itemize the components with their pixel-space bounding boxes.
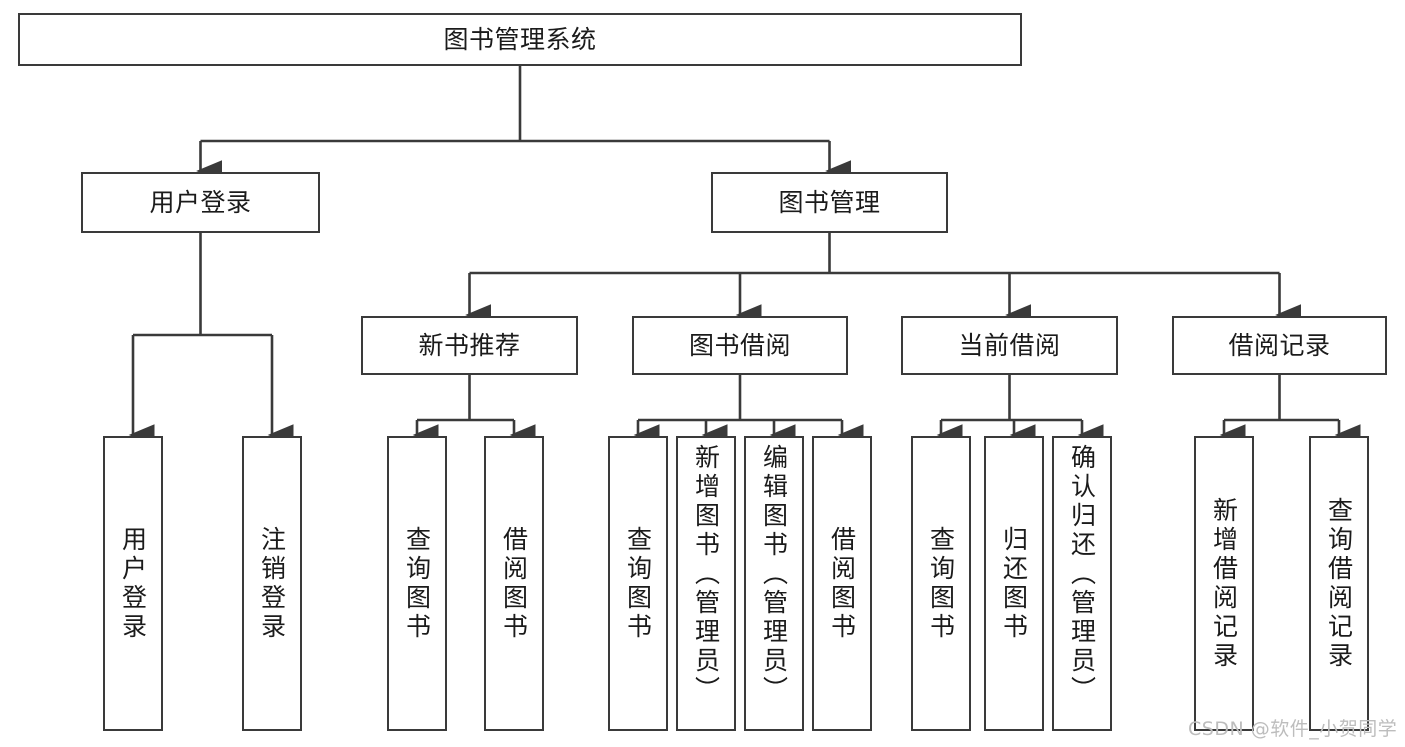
node-leaf-query-borrow-record[interactable]: 查询借阅记录 bbox=[1309, 436, 1369, 731]
node-leaf-borrow-book-2[interactable]: 借阅图书 bbox=[812, 436, 872, 731]
node-leaf-user-logout[interactable]: 注销登录 bbox=[242, 436, 302, 731]
node-leaf-return-book[interactable]: 归还图书 bbox=[984, 436, 1044, 731]
node-book-borrow[interactable]: 图书借阅 bbox=[632, 316, 848, 375]
node-leaf-add-borrow-record-label: 新增借阅记录 bbox=[1209, 496, 1239, 671]
csdn-watermark: CSDN @软件_小贺同学 bbox=[1188, 718, 1398, 740]
node-leaf-query-book-3[interactable]: 查询图书 bbox=[911, 436, 971, 731]
node-leaf-user-login-label: 用户登录 bbox=[118, 525, 148, 642]
node-leaf-add-borrow-record[interactable]: 新增借阅记录 bbox=[1194, 436, 1254, 731]
node-leaf-query-book-1[interactable]: 查询图书 bbox=[387, 436, 447, 731]
node-leaf-confirm-return[interactable]: 确认归还（管理员） bbox=[1052, 436, 1112, 731]
node-book-manage[interactable]: 图书管理 bbox=[711, 172, 948, 233]
node-leaf-query-borrow-record-label: 查询借阅记录 bbox=[1324, 496, 1354, 671]
node-leaf-edit-book-label: 编辑图书（管理员） bbox=[759, 444, 789, 705]
node-leaf-borrow-book-2-label: 借阅图书 bbox=[827, 525, 857, 642]
node-user-login-label: 用户登录 bbox=[149, 188, 252, 217]
node-leaf-user-logout-label: 注销登录 bbox=[257, 525, 287, 642]
node-borrow-record-label: 借阅记录 bbox=[1228, 331, 1331, 360]
node-new-book-recommend-label: 新书推荐 bbox=[418, 331, 521, 360]
node-leaf-add-book[interactable]: 新增图书（管理员） bbox=[676, 436, 736, 731]
node-leaf-query-book-1-label: 查询图书 bbox=[402, 525, 432, 642]
node-current-borrow[interactable]: 当前借阅 bbox=[901, 316, 1118, 375]
node-leaf-borrow-book-1-label: 借阅图书 bbox=[499, 525, 529, 642]
node-book-borrow-label: 图书借阅 bbox=[688, 331, 791, 360]
node-leaf-query-book-3-label: 查询图书 bbox=[926, 525, 956, 642]
node-root-label: 图书管理系统 bbox=[443, 25, 597, 54]
node-borrow-record[interactable]: 借阅记录 bbox=[1172, 316, 1387, 375]
node-leaf-return-book-label: 归还图书 bbox=[999, 525, 1029, 642]
node-leaf-user-login[interactable]: 用户登录 bbox=[103, 436, 163, 731]
node-leaf-query-book-2[interactable]: 查询图书 bbox=[608, 436, 668, 731]
node-new-book-recommend[interactable]: 新书推荐 bbox=[361, 316, 578, 375]
node-book-manage-label: 图书管理 bbox=[778, 188, 881, 217]
node-user-login[interactable]: 用户登录 bbox=[81, 172, 320, 233]
node-leaf-confirm-return-label: 确认归还（管理员） bbox=[1067, 444, 1097, 705]
node-leaf-edit-book[interactable]: 编辑图书（管理员） bbox=[744, 436, 804, 731]
node-leaf-borrow-book-1[interactable]: 借阅图书 bbox=[484, 436, 544, 731]
node-root[interactable]: 图书管理系统 bbox=[18, 13, 1022, 66]
node-leaf-add-book-label: 新增图书（管理员） bbox=[691, 444, 721, 705]
node-leaf-query-book-2-label: 查询图书 bbox=[623, 525, 653, 642]
node-current-borrow-label: 当前借阅 bbox=[958, 331, 1061, 360]
